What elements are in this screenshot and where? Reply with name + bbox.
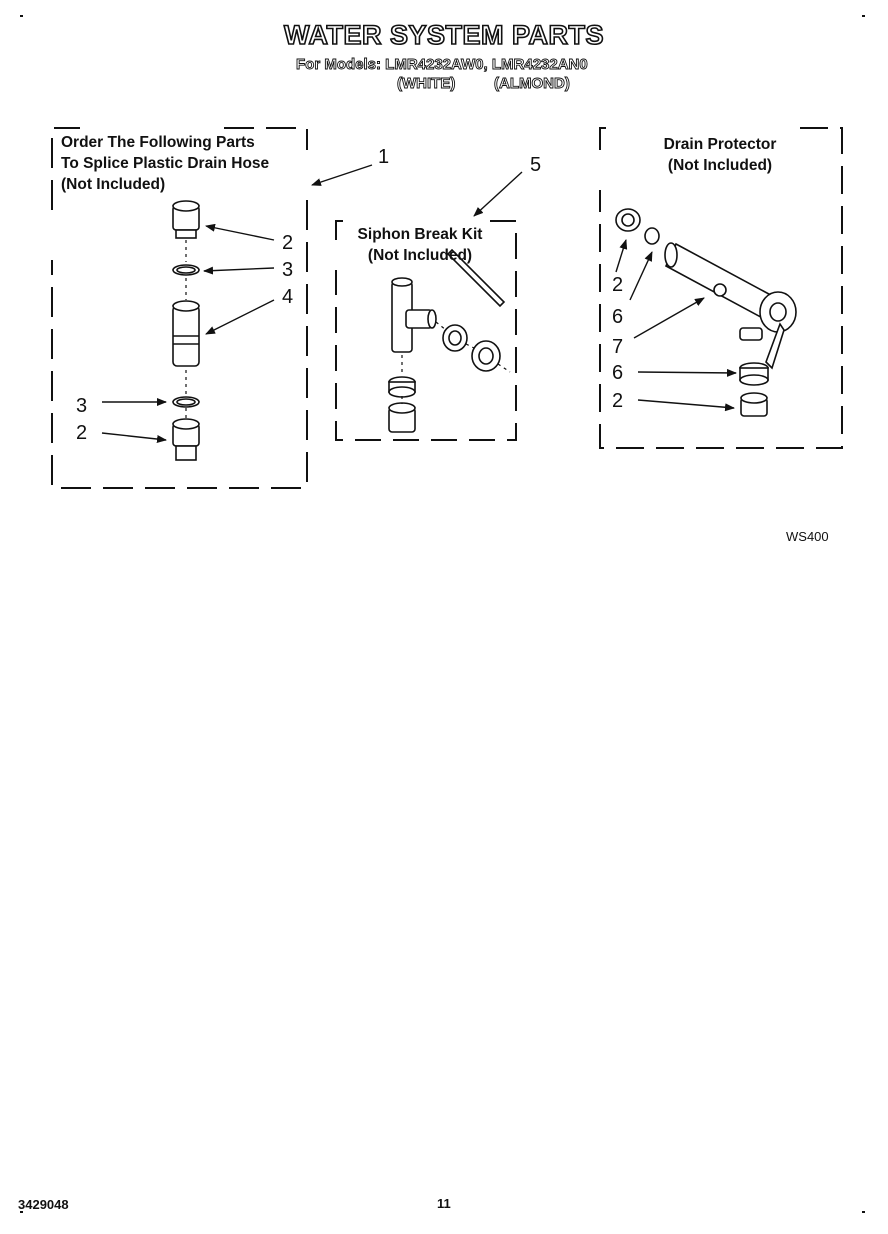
page-number: 11 bbox=[437, 1196, 451, 1211]
callout-drain-7: 7 bbox=[612, 336, 624, 358]
splice-label-line3: (Not Included) bbox=[61, 176, 166, 193]
callout-1: 1 bbox=[378, 146, 390, 168]
callout-drain-6-top: 6 bbox=[612, 306, 624, 328]
drain-protector-parts bbox=[615, 208, 797, 417]
splice-parts bbox=[172, 200, 200, 461]
callout-5: 5 bbox=[530, 154, 542, 176]
corner-marks bbox=[20, 15, 865, 1213]
siphon-panel-border bbox=[335, 220, 517, 441]
splice-panel-label: Order The Following Parts To Splice Plas… bbox=[61, 132, 269, 195]
drain-label-line2: (Not Included) bbox=[667, 157, 773, 174]
color-almond-label: (ALMOND) bbox=[494, 75, 571, 93]
callout-2-bottom: 2 bbox=[76, 422, 88, 444]
callout-drain-2-top: 2 bbox=[612, 274, 624, 296]
callout-3-top: 3 bbox=[282, 259, 294, 281]
models-line: For Models: LMR4232AW0, LMR4232AN0 bbox=[296, 56, 589, 74]
siphon-label-line1: Siphon Break Kit bbox=[357, 226, 483, 243]
doc-number: 3429048 bbox=[18, 1197, 69, 1212]
callout-2-top: 2 bbox=[282, 232, 294, 254]
leader-arrows bbox=[101, 164, 737, 443]
callout-3-bottom: 3 bbox=[76, 395, 88, 417]
splice-label-line2: To Splice Plastic Drain Hose bbox=[61, 155, 270, 172]
callout-4: 4 bbox=[282, 286, 294, 308]
siphon-parts bbox=[388, 248, 511, 433]
page-title: WATER SYSTEM PARTS bbox=[283, 19, 604, 51]
splice-panel-border bbox=[51, 127, 308, 489]
siphon-label-line2: (Not Included) bbox=[367, 247, 473, 264]
callout-drain-6-bottom: 6 bbox=[612, 362, 624, 384]
splice-label-line1: Order The Following Parts bbox=[61, 134, 255, 151]
siphon-panel-label: Siphon Break Kit (Not Included) bbox=[350, 224, 490, 266]
color-white-label: (WHITE) bbox=[397, 75, 456, 93]
drain-panel-border bbox=[599, 127, 843, 449]
drain-panel-label: Drain Protector (Not Included) bbox=[640, 134, 800, 176]
diagram-code: WS400 bbox=[786, 529, 829, 544]
drain-label-line1: Drain Protector bbox=[663, 136, 777, 153]
callout-drain-2-bottom: 2 bbox=[612, 390, 624, 412]
